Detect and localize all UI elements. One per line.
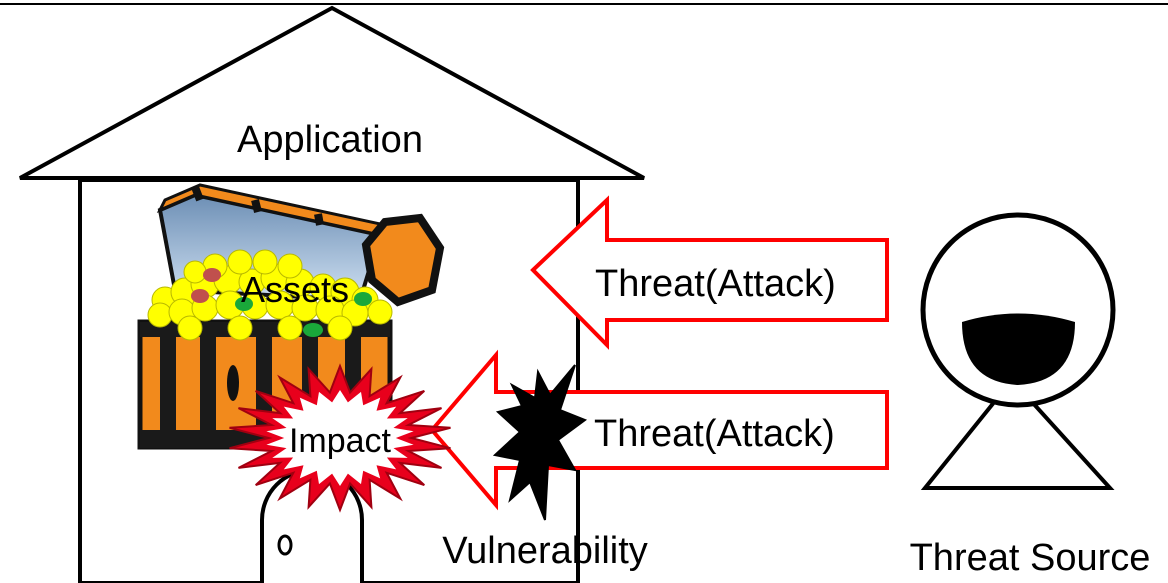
threat-source-label: Threat Source <box>910 537 1151 579</box>
threat-attack-top-label: Threat(Attack) <box>595 263 836 305</box>
impact-label: Impact <box>289 422 392 460</box>
assets-label: Assets <box>241 269 349 310</box>
vulnerability-label: Vulnerability <box>442 530 648 572</box>
threat-arrow-top <box>530 195 889 350</box>
door-knob-icon <box>277 534 293 556</box>
vulnerability-hole-icon <box>492 364 588 521</box>
keyhole-icon <box>227 365 239 401</box>
application-label: Application <box>237 119 423 161</box>
impact-burst-icon <box>229 363 451 513</box>
threat-attack-bottom-label: Threat(Attack) <box>594 413 835 455</box>
threat-source-person-icon <box>920 212 1116 490</box>
smile-icon <box>962 313 1075 385</box>
